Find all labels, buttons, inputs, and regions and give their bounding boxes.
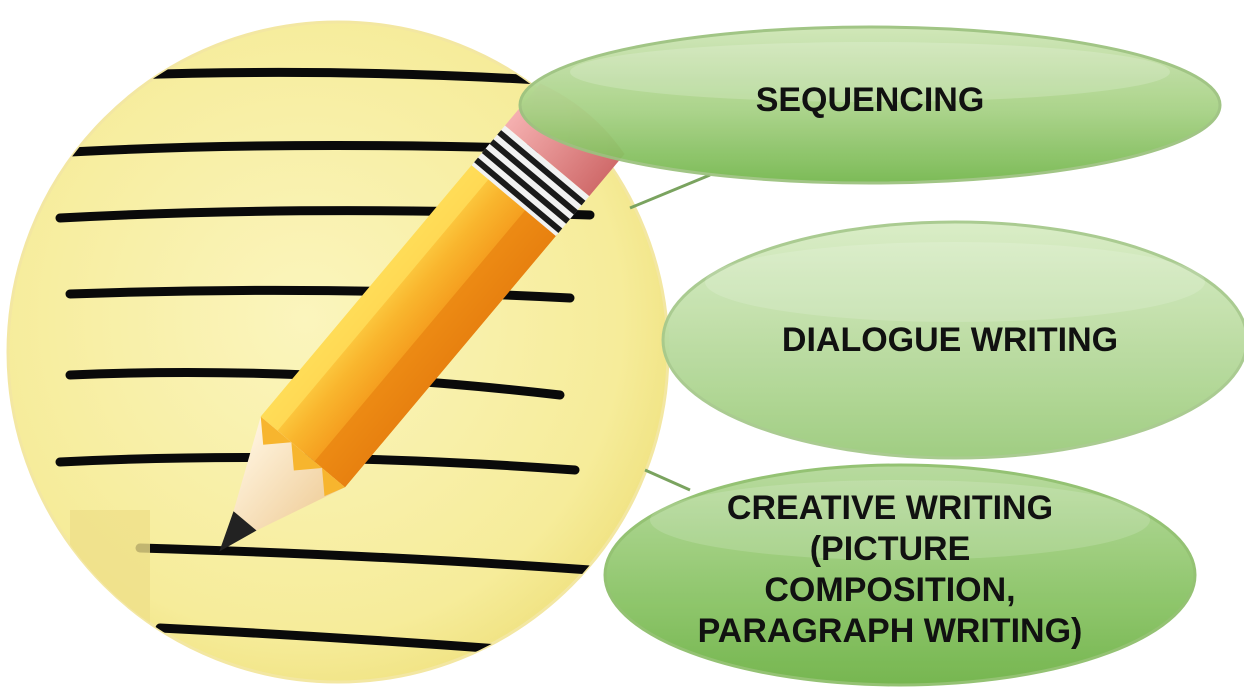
pencil-icon: [219, 83, 625, 552]
bubble-dialogue-writing: [661, 220, 1244, 460]
bubble-sequencing: [518, 25, 1222, 185]
bubble-shine: [650, 480, 1150, 560]
bubble-shine: [570, 42, 1170, 102]
connectors: [629, 173, 711, 492]
bubble-creative-writing: [603, 463, 1197, 687]
bubble-shine: [705, 242, 1205, 322]
